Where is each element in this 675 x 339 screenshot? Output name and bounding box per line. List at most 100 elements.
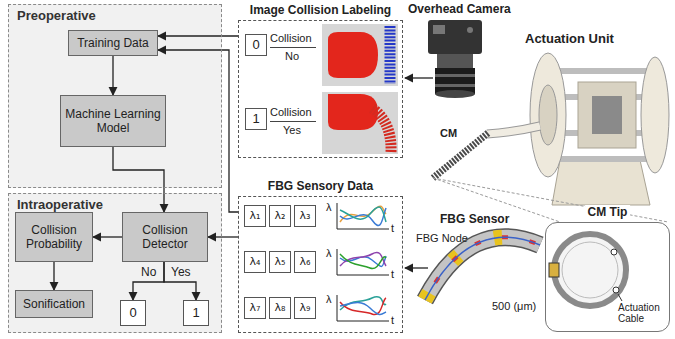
fbg-sensor	[425, 237, 540, 300]
actuation-unit	[548, 68, 655, 74]
label-rule	[270, 48, 316, 122]
axis-label: λ	[326, 293, 332, 306]
actuation-unit	[548, 156, 655, 162]
actuation-unit	[487, 126, 540, 134]
wavelength-plot	[337, 249, 389, 275]
actuation-unit	[530, 53, 566, 177]
wavelength-plot	[340, 207, 386, 222]
node-text: Sonification	[23, 297, 85, 311]
actuation-unit	[487, 126, 540, 134]
device-label: Actuation Unit	[525, 32, 614, 47]
overhead-camera	[433, 25, 445, 34]
class-label: Yes	[283, 124, 301, 137]
cm-tip-drawing	[549, 263, 559, 277]
overhead-camera	[435, 90, 475, 98]
node-text: Collision Probability	[19, 223, 89, 252]
cm-tip-drawing	[562, 242, 618, 298]
actuation-unit	[578, 82, 636, 148]
node-text: λ₂	[275, 209, 286, 222]
overhead-camera	[467, 27, 473, 33]
panel-fill	[8, 4, 222, 188]
collision-image	[322, 24, 398, 154]
stage-panel: IntraoperativeCollision Probability Colli…	[8, 193, 222, 333]
wavelength-box: λ₃	[294, 205, 316, 227]
node-heading: Intraoperative	[17, 197, 103, 213]
wavelength-box: λ₈	[269, 297, 291, 319]
wavelength-box: λ₄	[244, 251, 266, 273]
data-panel: Image Collision Labeling01	[238, 20, 403, 158]
node-text: 0	[252, 37, 259, 53]
actuation-unit	[641, 57, 669, 173]
fbg-sensor	[425, 237, 540, 300]
collision-image	[322, 92, 398, 154]
node-text: λ₄	[250, 255, 261, 268]
device-label: Overhead Camera	[408, 3, 511, 17]
wavelength-box: λ₅	[269, 251, 291, 273]
actuation-unit	[433, 53, 669, 205]
axis-label: t	[391, 314, 394, 327]
axis-label: λ	[326, 247, 332, 260]
node-text: λ₆	[300, 255, 311, 268]
label-rule	[270, 47, 316, 48]
part-label: FBG Sensor	[440, 213, 509, 227]
node-text: λ₃	[300, 209, 311, 222]
class-label: Collision	[270, 32, 312, 45]
data-panel: FBG Sensory Dataλ₁λ₂λ₃λ₄λ₅λ₆λ₇λ₈λ₉	[238, 196, 403, 333]
class-box: 0	[245, 34, 267, 56]
axis-label: t	[391, 268, 394, 281]
node-heading: Preoperative	[17, 8, 96, 24]
class-label: Collision	[270, 106, 312, 119]
process-box: Training Data	[68, 30, 158, 56]
wavelength-plot	[337, 203, 389, 229]
cm-tip-drawing	[611, 249, 617, 255]
node-text: 1	[252, 111, 259, 127]
collision-image	[372, 108, 391, 152]
wavelength-plot	[337, 295, 389, 321]
flow-arrow	[208, 236, 238, 237]
overhead-camera	[405, 77, 433, 78]
part-label: CM	[440, 127, 457, 140]
overhead-camera	[437, 54, 473, 68]
wavelength-box: λ₁	[244, 205, 266, 227]
output-box: 1	[183, 300, 209, 326]
node-text: Training Data	[77, 36, 149, 50]
wavelength-box: λ₇	[244, 297, 266, 319]
wavelength-plot	[337, 295, 389, 321]
actuation-unit	[552, 160, 650, 205]
node-text: λ₁	[250, 209, 261, 222]
node-text: 1	[192, 305, 199, 321]
zoom-box: CM TipActuation Cable	[545, 222, 670, 332]
wavelength-plot	[340, 298, 386, 315]
collision-image	[328, 32, 378, 78]
fbg-sensor	[425, 237, 540, 300]
flow-arrow	[113, 147, 164, 212]
node-text: λ₅	[275, 255, 286, 268]
output-box: 0	[120, 300, 146, 326]
cm-tip-drawing	[613, 287, 619, 293]
edge-label: No	[139, 265, 158, 279]
wavelength-plot	[340, 254, 386, 269]
node-text: Collision Detector	[126, 223, 204, 252]
edge-label: Yes	[169, 265, 193, 279]
node-text: 0	[129, 305, 136, 321]
collision-image	[385, 26, 396, 84]
wavelength-plot	[340, 302, 386, 314]
cm-tip-drawing	[549, 234, 626, 306]
node-text: Machine Learning Model	[64, 107, 162, 136]
class-box: 1	[245, 108, 267, 130]
actuation-unit	[433, 133, 488, 178]
overhead-camera	[405, 20, 482, 98]
overhead-camera	[435, 84, 475, 87]
flow-arrow	[158, 35, 238, 36]
process-box: Collision Detector	[122, 212, 208, 262]
panel-fill	[8, 4, 222, 333]
flow-arrow	[53, 262, 54, 290]
process-box: Machine Learning Model	[60, 95, 166, 147]
actuation-unit	[592, 96, 622, 134]
fbg-sensor	[405, 237, 540, 300]
wavelength-plot	[337, 203, 389, 321]
flow-arrow	[93, 236, 122, 237]
fbg-sensor	[425, 237, 540, 300]
